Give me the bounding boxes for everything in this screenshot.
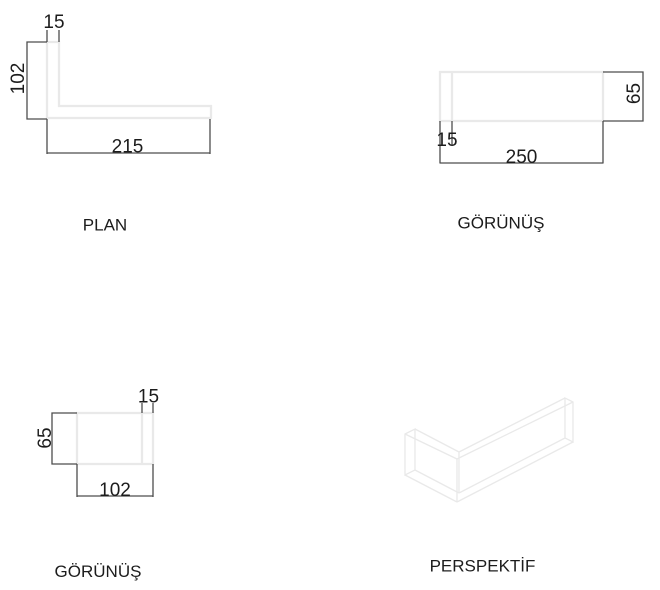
plan-dim-left-height: 102	[8, 63, 29, 95]
side-view-label: GÖRÜNÜŞ	[55, 562, 142, 581]
front-view-label: GÖRÜNÜŞ	[458, 214, 545, 233]
plan-dim-15-extension-lines	[46, 30, 60, 42]
front-dim-left-thickness: 15	[436, 130, 457, 151]
perspective-elbow-edges	[456, 452, 460, 502]
front-dim-bottom-length: 250	[506, 147, 538, 168]
side-dim-left-height: 65	[35, 427, 56, 448]
plan-dim-102-bracket	[26, 41, 47, 120]
side-dim-15-extension-lines	[141, 403, 154, 413]
plan-part-outline	[45, 40, 213, 120]
side-dim-bottom-width: 102	[99, 480, 131, 501]
front-view: 65 15 250 GÖRÜNÜŞ	[436, 70, 645, 233]
plan-view: 15 102 215 PLAN	[8, 12, 213, 235]
side-dim-65-bracket	[51, 412, 77, 465]
front-dim-65-bracket	[603, 71, 644, 122]
perspective-short-leg-edges	[404, 428, 460, 503]
side-dim-top-thickness: 15	[138, 387, 159, 408]
front-part-outline	[438, 70, 605, 123]
front-dim-right-height: 65	[624, 83, 645, 104]
plan-view-label: PLAN	[83, 216, 127, 235]
plan-dim-215-lines	[46, 119, 211, 154]
side-dim-102-lines	[76, 464, 154, 497]
plan-dim-bottom-length: 215	[112, 137, 144, 158]
front-dim-250-lines	[439, 121, 604, 164]
perspective-long-leg-edges	[456, 397, 574, 503]
plan-dim-top-width: 15	[43, 12, 64, 33]
perspective-view: PERSPEKTİF	[404, 396, 574, 576]
side-view: 15 65 102 GÖRÜNÜŞ	[35, 387, 159, 582]
perspective-view-label: PERSPEKTİF	[430, 557, 536, 576]
